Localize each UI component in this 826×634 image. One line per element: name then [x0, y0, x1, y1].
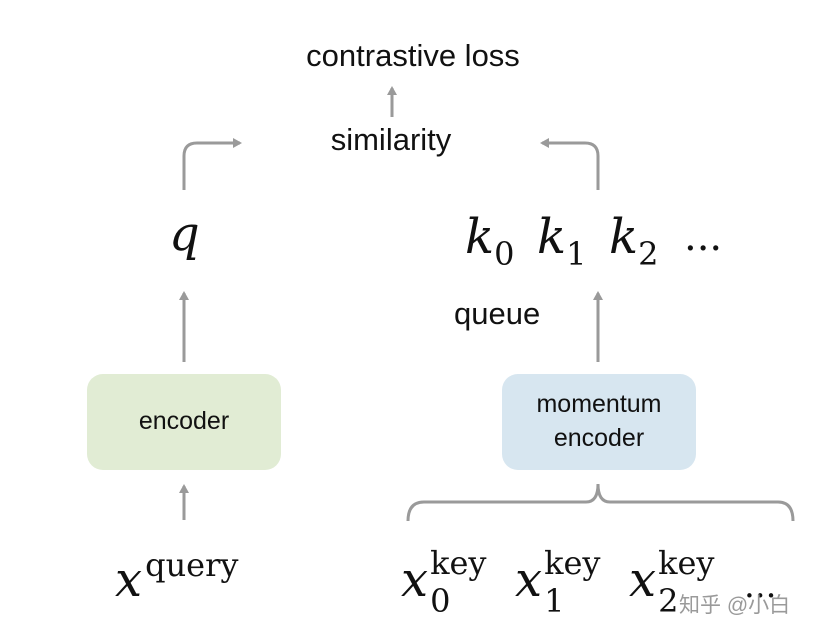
key-k0: k0 [465, 209, 515, 273]
encoder-box: encoder [87, 374, 281, 470]
input-x2-key: x key 2 [629, 544, 715, 620]
watermark: 知乎 @小白 [679, 594, 791, 617]
encoder-label: encoder [138, 407, 230, 436]
contrastive-loss-label: contrastive loss [306, 38, 520, 73]
keys-brace [406, 483, 795, 522]
query-feature-q: q [169, 206, 200, 262]
input-x0-key: x key 0 [401, 544, 487, 620]
input-x-query: xquery [115, 546, 239, 608]
arrow-q-to-similarity [182, 138, 242, 190]
keys-ellipsis: ... [684, 214, 723, 260]
inputs-ellipsis: ... [744, 566, 777, 606]
input-x1-key: x key 1 [515, 544, 601, 620]
key-k2: k2 [609, 209, 659, 273]
key-k1: k1 [537, 209, 587, 273]
similarity-label: similarity [330, 122, 452, 157]
queue-label: queue [454, 296, 541, 331]
momentum-encoder-box: momentum encoder [502, 374, 696, 470]
arrow-keys-to-similarity [540, 138, 600, 190]
momentum-encoder-label: momentum encoder [536, 390, 662, 452]
